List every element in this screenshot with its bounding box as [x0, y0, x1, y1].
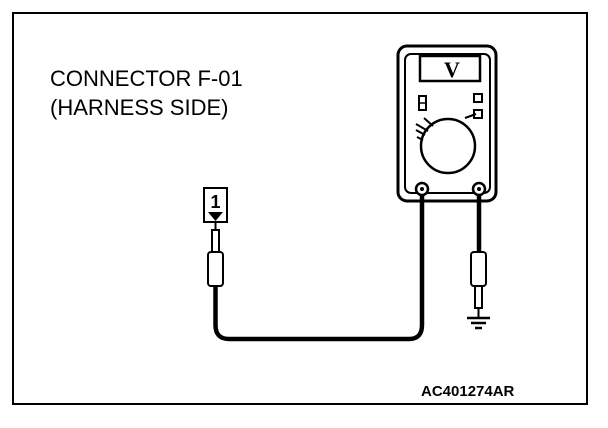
meter-dial — [415, 113, 477, 175]
connector-label-line1: CONNECTOR F-01 — [50, 66, 243, 91]
connector-terminal: 1 — [203, 187, 228, 223]
connector-label: CONNECTOR F-01 (HARNESS SIDE) — [50, 64, 243, 122]
meter-display — [418, 54, 482, 83]
meter-display-symbol: V — [444, 57, 460, 82]
test-probe-right — [470, 251, 487, 318]
connector-label-line2: (HARNESS SIDE) — [50, 95, 229, 120]
meter-button-right-top — [473, 93, 483, 103]
terminal-number: 1 — [210, 192, 220, 212]
ground-icon — [467, 316, 490, 330]
test-probe-left — [207, 221, 224, 287]
figure-code: AC401274AR — [421, 383, 515, 400]
voltmeter: V — [396, 44, 498, 203]
test-lead-left — [213, 195, 425, 342]
